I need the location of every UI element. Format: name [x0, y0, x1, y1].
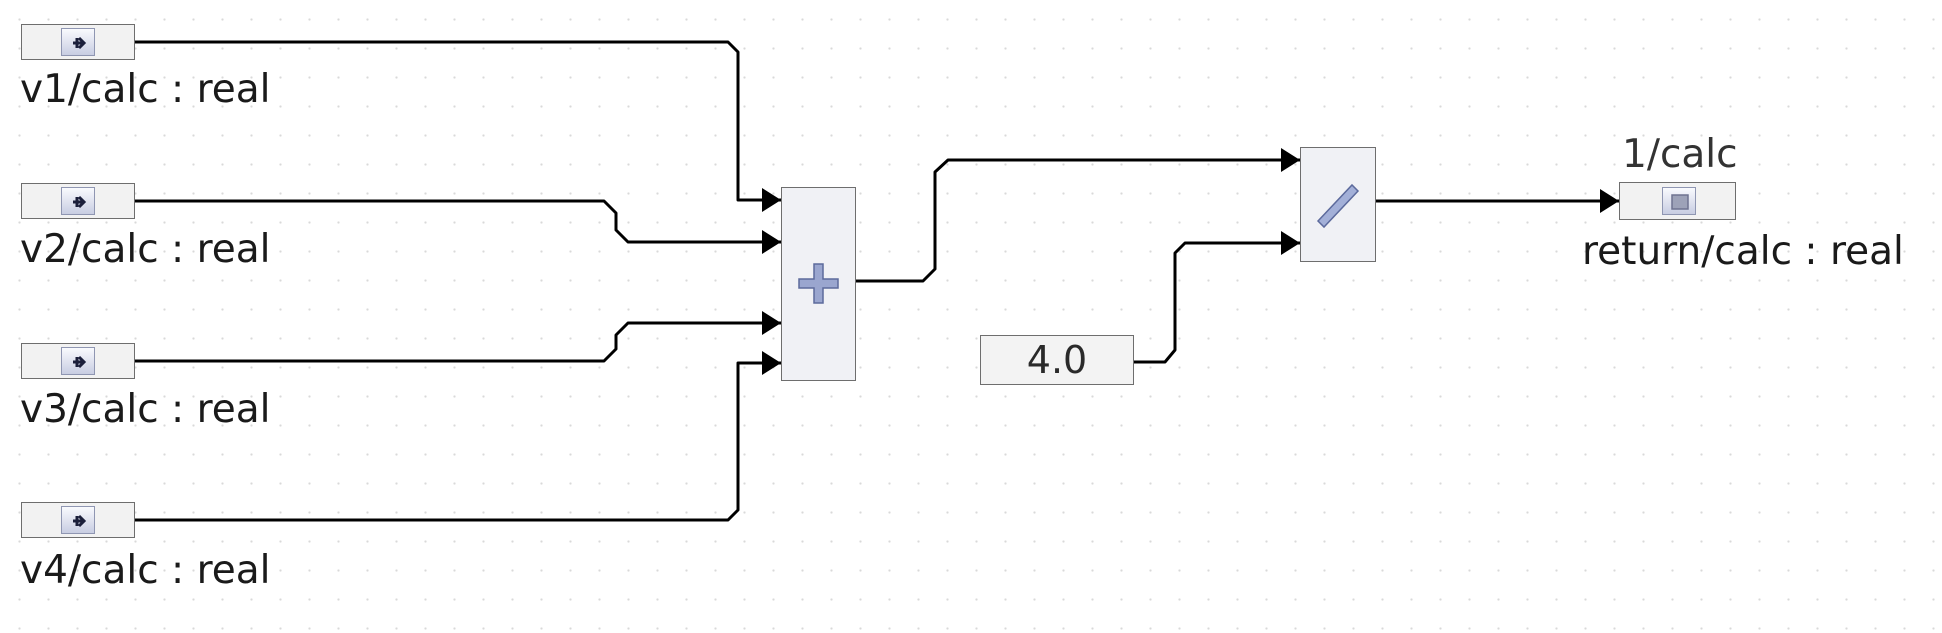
output-label: return/calc : real: [1582, 229, 1904, 274]
input-label-v1: v1/calc : real: [20, 67, 271, 112]
divide-icon: [1316, 183, 1359, 228]
output-port-icon: [1662, 187, 1696, 215]
divide-block[interactable]: [1300, 147, 1376, 262]
constant-value-box[interactable]: 4.0: [980, 335, 1134, 385]
input-arrow-icon: [61, 187, 95, 215]
plus-icon: [797, 262, 839, 304]
input-arrow-icon: [61, 506, 95, 534]
wire-v4-to-add: [135, 361, 762, 522]
input-arrow-icon: [61, 28, 95, 56]
input-label-v2: v2/calc : real: [20, 227, 271, 272]
wire-add-to-divide: [856, 158, 1260, 283]
add-block[interactable]: [781, 187, 856, 381]
input-port-v2[interactable]: [21, 183, 135, 219]
input-label-v4: v4/calc : real: [20, 548, 271, 593]
output-port[interactable]: [1619, 182, 1736, 220]
input-label-v3: v3/calc : real: [20, 387, 271, 432]
input-port-v3[interactable]: [21, 343, 135, 379]
wire-v2-to-add: [135, 199, 762, 244]
input-port-v1[interactable]: [21, 24, 135, 60]
input-port-v4[interactable]: [21, 502, 135, 538]
input-arrow-icon: [61, 347, 95, 375]
wire-v3-to-add: [135, 321, 762, 363]
output-index-label: 1/calc: [1622, 132, 1738, 177]
wire-v1-to-add: [135, 40, 762, 202]
wire-constant-to-divide: [1134, 241, 1260, 364]
